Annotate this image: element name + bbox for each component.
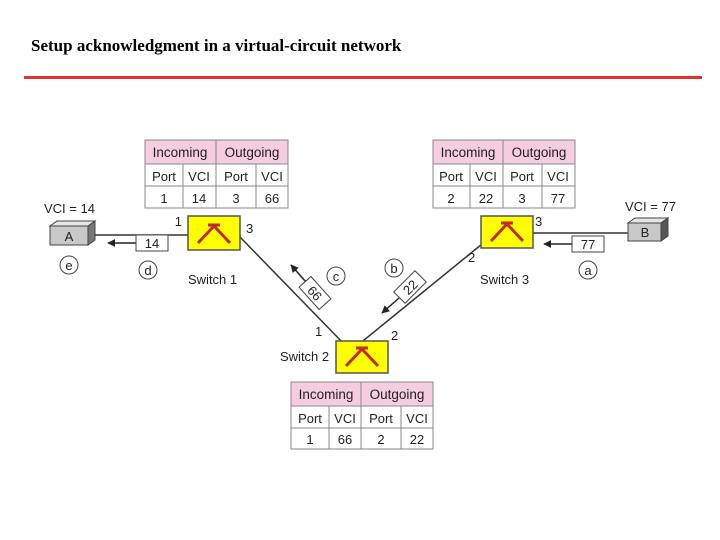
switch1-port-right: 3 <box>246 221 253 236</box>
switch2-port-out: 2 <box>391 328 398 343</box>
step-d-marker: d <box>138 260 158 280</box>
step-c-label: c <box>333 269 340 284</box>
outgoing-header: Outgoing <box>370 387 425 402</box>
frame-d-vci: 14 <box>145 236 159 251</box>
switch-crossover-icon <box>344 346 380 368</box>
step-e-label: e <box>65 258 72 273</box>
frame-a-vci: 77 <box>581 237 595 252</box>
host-a: A <box>48 220 97 246</box>
step-d-label: d <box>144 263 151 278</box>
switch-crossover-icon <box>489 221 525 243</box>
link-switch1-switch2 <box>239 236 346 346</box>
col-port: Port <box>369 411 393 426</box>
cell-in-port: 1 <box>306 432 313 447</box>
col-vci: VCI <box>261 169 283 184</box>
col-vci: VCI <box>475 169 497 184</box>
incoming-header: Incoming <box>441 145 496 160</box>
cell-out-vci: 77 <box>551 191 565 206</box>
frame-a: 77 <box>543 235 605 253</box>
frame-d: 14 <box>107 234 169 252</box>
cell-in-vci: 22 <box>479 191 493 206</box>
outgoing-header: Outgoing <box>512 145 567 160</box>
incoming-header: Incoming <box>299 387 354 402</box>
cell-in-port: 2 <box>447 191 454 206</box>
frame-b: 22 <box>381 270 427 314</box>
col-port: Port <box>298 411 322 426</box>
outgoing-header: Outgoing <box>225 145 280 160</box>
step-a-label: a <box>584 263 592 278</box>
cell-in-port: 1 <box>160 191 167 206</box>
col-vci: VCI <box>188 169 210 184</box>
switch3-port-right: 3 <box>535 214 542 229</box>
switch1-port-left: 1 <box>175 214 182 229</box>
switch1-table: Incoming Outgoing Port VCI Port VCI 1 14… <box>144 139 289 209</box>
col-port: Port <box>510 169 534 184</box>
switch2-port-in: 1 <box>315 324 322 339</box>
cell-out-port: 3 <box>518 191 525 206</box>
cell-out-vci: 66 <box>265 191 279 206</box>
slide-title: Setup acknowledgment in a virtual-circui… <box>31 36 402 55</box>
col-port: Port <box>439 169 463 184</box>
title-rule <box>24 76 702 79</box>
cell-out-port: 2 <box>377 432 384 447</box>
cell-in-vci: 14 <box>192 191 206 206</box>
step-a-marker: a <box>578 260 598 280</box>
step-c-marker: c <box>326 266 346 286</box>
col-vci: VCI <box>547 169 569 184</box>
host-b-label: B <box>641 225 650 240</box>
cell-out-port: 3 <box>232 191 239 206</box>
frame-c: 66 <box>290 264 332 311</box>
host-a-vci: VCI = 14 <box>44 201 95 216</box>
switch1-name: Switch 1 <box>188 272 237 287</box>
switch-3 <box>480 215 534 249</box>
col-port: Port <box>152 169 176 184</box>
switch2-table: Incoming Outgoing Port VCI Port VCI 1 66… <box>290 381 434 450</box>
cell-out-vci: 22 <box>410 432 424 447</box>
switch2-name: Switch 2 <box>280 349 329 364</box>
step-e-marker: e <box>59 255 79 275</box>
switch-crossover-icon <box>196 223 232 245</box>
col-vci: VCI <box>334 411 356 426</box>
cell-in-vci: 66 <box>338 432 352 447</box>
switch3-table: Incoming Outgoing Port VCI Port VCI 2 22… <box>432 139 576 209</box>
switch-1 <box>187 215 241 251</box>
switch-2 <box>335 340 389 374</box>
host-a-label: A <box>65 229 74 244</box>
step-b-label: b <box>390 261 397 276</box>
step-b-marker: b <box>384 258 404 278</box>
switch3-name: Switch 3 <box>480 272 529 287</box>
col-vci: VCI <box>406 411 428 426</box>
host-b-vci: VCI = 77 <box>625 199 676 214</box>
link-switch2-switch3 <box>357 239 488 346</box>
host-b: B <box>626 217 670 242</box>
col-port: Port <box>224 169 248 184</box>
switch3-port-left: 2 <box>468 250 475 265</box>
incoming-header: Incoming <box>153 145 208 160</box>
